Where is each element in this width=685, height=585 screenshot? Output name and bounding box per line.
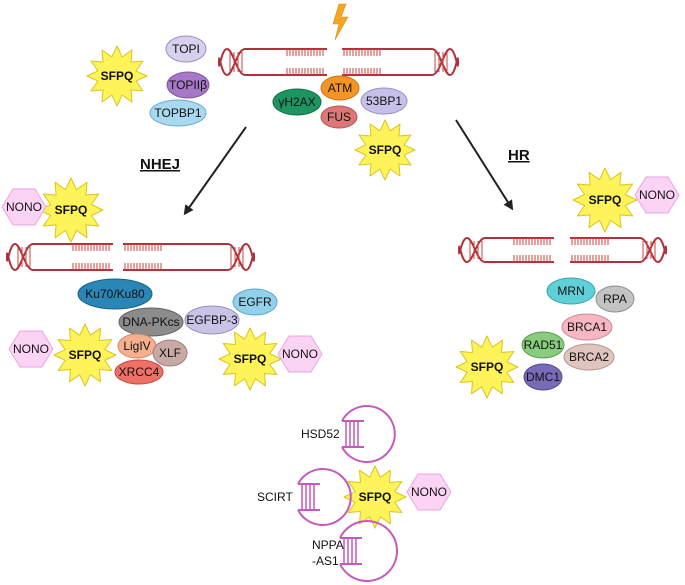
protein-gh2ax: γH2AX [272, 88, 322, 116]
svg-text:NONO: NONO [639, 188, 675, 202]
protein-fus: FUS [320, 105, 358, 129]
protein-mrn: MRN [546, 277, 596, 305]
nono-hexagon: NONO [634, 176, 680, 214]
sfpq-star: SFPQ [572, 167, 638, 233]
svg-text:NPPA: NPPA [312, 538, 344, 552]
protein-dna-pkcs: DNA-PKcs [118, 307, 184, 337]
svg-text:SFPQ: SFPQ [589, 193, 622, 207]
protein-rpa: RPA [595, 285, 635, 313]
svg-text:SFPQ: SFPQ [369, 143, 402, 157]
svg-text:TOPIIβ: TOPIIβ [169, 78, 207, 92]
svg-text:TOPI: TOPI [172, 42, 200, 56]
sfpq-star: SFPQ [455, 335, 519, 399]
hr-arrow [455, 119, 514, 211]
svg-text:DNA-PKcs: DNA-PKcs [122, 315, 179, 329]
protein-ligiv: LigIV [117, 333, 157, 359]
svg-text:LigIV: LigIV [123, 339, 150, 353]
lightning-icon [332, 3, 349, 41]
svg-text:SFPQ: SFPQ [55, 203, 88, 217]
svg-text:NONO: NONO [282, 347, 318, 361]
protein-topiib: TOPIIβ [166, 71, 210, 99]
protein-topi: TOPI [165, 35, 207, 63]
nhej-arrow [183, 126, 247, 216]
svg-text:MRN: MRN [557, 284, 584, 298]
protein-dmc1: DMC1 [523, 363, 563, 391]
protein-egfbp3: EGFBP-3 [184, 305, 240, 335]
protein-ku70-ku80: Ku70/Ku80 [77, 278, 153, 310]
protein-egfr: EGFR [232, 288, 278, 316]
nono-hexagon: NONO [8, 330, 54, 368]
sfpq-star: SFPQ [218, 327, 282, 391]
svg-text:SFPQ: SFPQ [101, 69, 134, 83]
protein-53bp1: 53BP1 [360, 87, 408, 115]
svg-text:XRCC4: XRCC4 [119, 365, 160, 379]
hr-label: HR [508, 147, 530, 164]
lncrna-nppa-as1: NPPA -AS1 [312, 520, 399, 582]
sfpq-star: SFPQ [53, 323, 117, 387]
svg-text:RAD51: RAD51 [524, 338, 563, 352]
protein-rad51: RAD51 [521, 331, 565, 359]
protein-xrcc4: XRCC4 [114, 359, 164, 385]
lncrna-scirt: SCIRT [257, 468, 352, 526]
svg-text:γH2AX: γH2AX [278, 95, 315, 109]
protein-xlf: XLF [152, 339, 188, 367]
svg-text:SFPQ: SFPQ [234, 352, 267, 366]
svg-text:NONO: NONO [13, 342, 49, 356]
svg-text:HSD52: HSD52 [301, 427, 340, 441]
nono-hexagon: NONO [1, 188, 47, 226]
protein-atm: ATM [320, 75, 360, 101]
protein-topbp1: TOPBP1 [149, 99, 207, 127]
svg-text:RPA: RPA [603, 292, 627, 306]
svg-text:EGFBP-3: EGFBP-3 [186, 313, 238, 327]
sfpq-star: SFPQ [86, 45, 148, 107]
broken-dna-hr [458, 236, 667, 264]
svg-text:BRCA2: BRCA2 [569, 350, 609, 364]
svg-text:SCIRT: SCIRT [257, 490, 293, 504]
nono-hexagon: NONO [406, 473, 452, 511]
svg-text:NONO: NONO [411, 485, 447, 499]
svg-text:53BP1: 53BP1 [366, 94, 402, 108]
svg-text:FUS: FUS [327, 110, 351, 124]
protein-brca2: BRCA2 [563, 343, 615, 371]
svg-text:XLF: XLF [159, 346, 181, 360]
svg-text:BRCA1: BRCA1 [567, 320, 607, 334]
sfpq-star: SFPQ [354, 119, 416, 181]
svg-text:EGFR: EGFR [238, 295, 272, 309]
svg-text:SFPQ: SFPQ [69, 348, 102, 362]
svg-text:SFPQ: SFPQ [471, 360, 504, 374]
sfpq-star: SFPQ [38, 177, 104, 243]
sfpq-star: SFPQ [343, 465, 407, 529]
svg-text:ATM: ATM [328, 81, 352, 95]
broken-dna-nhej [6, 242, 255, 272]
lncrna-hsd52: HSD52 [301, 405, 396, 463]
nono-hexagon: NONO [277, 335, 323, 373]
broken-dna-top [218, 47, 459, 77]
svg-text:TOPBP1: TOPBP1 [154, 106, 201, 120]
svg-text:NONO: NONO [6, 200, 42, 214]
nhej-label: NHEJ [140, 156, 180, 173]
svg-text:-AS1: -AS1 [312, 554, 339, 568]
svg-text:SFPQ: SFPQ [359, 490, 392, 504]
svg-text:DMC1: DMC1 [526, 370, 560, 384]
svg-text:Ku70/Ku80: Ku70/Ku80 [85, 287, 145, 301]
protein-brca1: BRCA1 [561, 313, 613, 341]
